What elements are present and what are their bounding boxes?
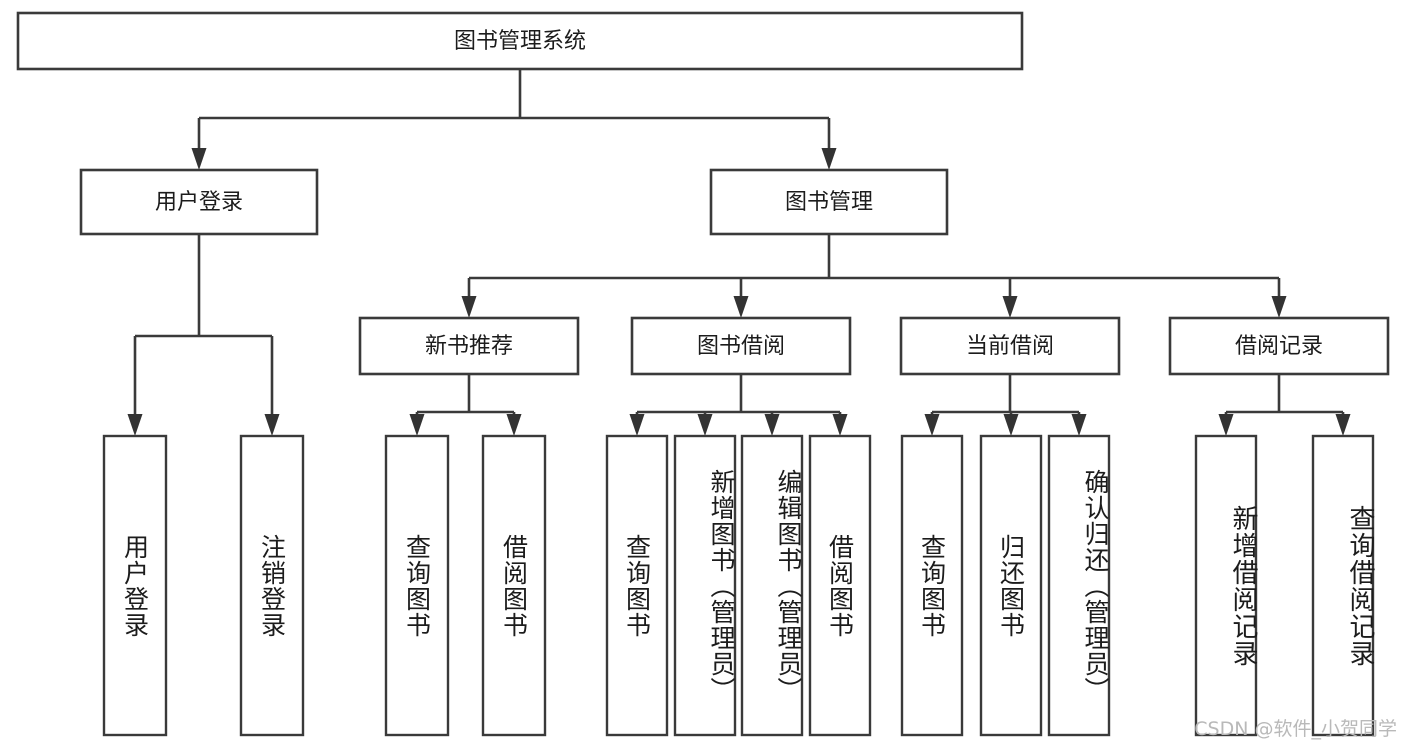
- node-label-book-management: 图书管理: [785, 190, 873, 215]
- arrow-head-icon-user-login: [191, 148, 207, 170]
- node-label-new-book-recommend: 新书推荐: [425, 334, 513, 359]
- boxes-layer: [16, 11, 1390, 737]
- arrow-head-icon-leaf-user-login: [127, 414, 143, 436]
- arrow-head-icon-leaf-add-borrow-record: [1218, 414, 1234, 436]
- leaf-box-leaf-edit-book-admin[interactable]: [740, 434, 804, 737]
- node-label-book-borrow: 图书借阅: [697, 334, 785, 359]
- arrow-head-icon-leaf-borrow-book-new: [506, 414, 522, 436]
- node-label-root: 图书管理系统: [454, 29, 586, 54]
- arrow-head-icon-leaf-return-book: [1003, 414, 1019, 436]
- node-box-book-borrow[interactable]: [630, 316, 852, 376]
- csdn-watermark: CSDN @软件_小贺同学: [1194, 718, 1397, 740]
- arrow-head-icon-leaf-edit-book-admin: [764, 414, 780, 436]
- leaf-box-leaf-user-login[interactable]: [102, 434, 168, 737]
- node-box-new-book-recommend[interactable]: [358, 316, 580, 376]
- leaf-box-leaf-return-book[interactable]: [979, 434, 1043, 737]
- leaf-box-leaf-query-book-current[interactable]: [900, 434, 964, 737]
- arrow-head-icon-current-borrow: [1002, 296, 1018, 318]
- node-label-borrow-record: 借阅记录: [1235, 334, 1323, 359]
- arrow-head-icon-leaf-borrow-book: [832, 414, 848, 436]
- node-box-book-management[interactable]: [709, 168, 949, 236]
- leaf-box-leaf-query-book-borrow[interactable]: [605, 434, 669, 737]
- arrow-head-icon-leaf-query-book-new: [409, 414, 425, 436]
- arrow-head-icon-book-borrow: [733, 296, 749, 318]
- leaf-box-leaf-borrow-book[interactable]: [808, 434, 872, 737]
- node-label-current-borrow: 当前借阅: [966, 334, 1054, 359]
- node-label-user-login: 用户登录: [155, 190, 243, 215]
- arrow-head-icon-leaf-query-book-borrow: [629, 414, 645, 436]
- leaf-box-leaf-add-borrow-record[interactable]: [1194, 434, 1258, 737]
- arrow-head-icon-leaf-confirm-return-admin: [1071, 414, 1087, 436]
- edges-layer: [127, 69, 1351, 436]
- node-box-borrow-record[interactable]: [1168, 316, 1390, 376]
- arrow-head-icon-book-management: [821, 148, 837, 170]
- leaf-box-leaf-confirm-return-admin[interactable]: [1047, 434, 1111, 737]
- arrow-head-icon-leaf-query-book-current: [924, 414, 940, 436]
- leaf-box-leaf-query-borrow-record[interactable]: [1311, 434, 1375, 737]
- arrow-head-icon-borrow-record: [1271, 296, 1287, 318]
- node-box-user-login[interactable]: [79, 168, 319, 236]
- arrow-head-icon-new-book-recommend: [461, 296, 477, 318]
- node-box-current-borrow[interactable]: [899, 316, 1121, 376]
- arrow-head-icon-leaf-query-borrow-record: [1335, 414, 1351, 436]
- leaf-box-leaf-borrow-book-new[interactable]: [481, 434, 547, 737]
- leaf-box-leaf-query-book-new[interactable]: [384, 434, 450, 737]
- node-box-root[interactable]: [16, 11, 1024, 71]
- arrow-head-icon-leaf-logout: [264, 414, 280, 436]
- leaf-box-leaf-logout[interactable]: [239, 434, 305, 737]
- arrow-head-icon-leaf-add-book-admin: [697, 414, 713, 436]
- leaf-box-leaf-add-book-admin[interactable]: [673, 434, 737, 737]
